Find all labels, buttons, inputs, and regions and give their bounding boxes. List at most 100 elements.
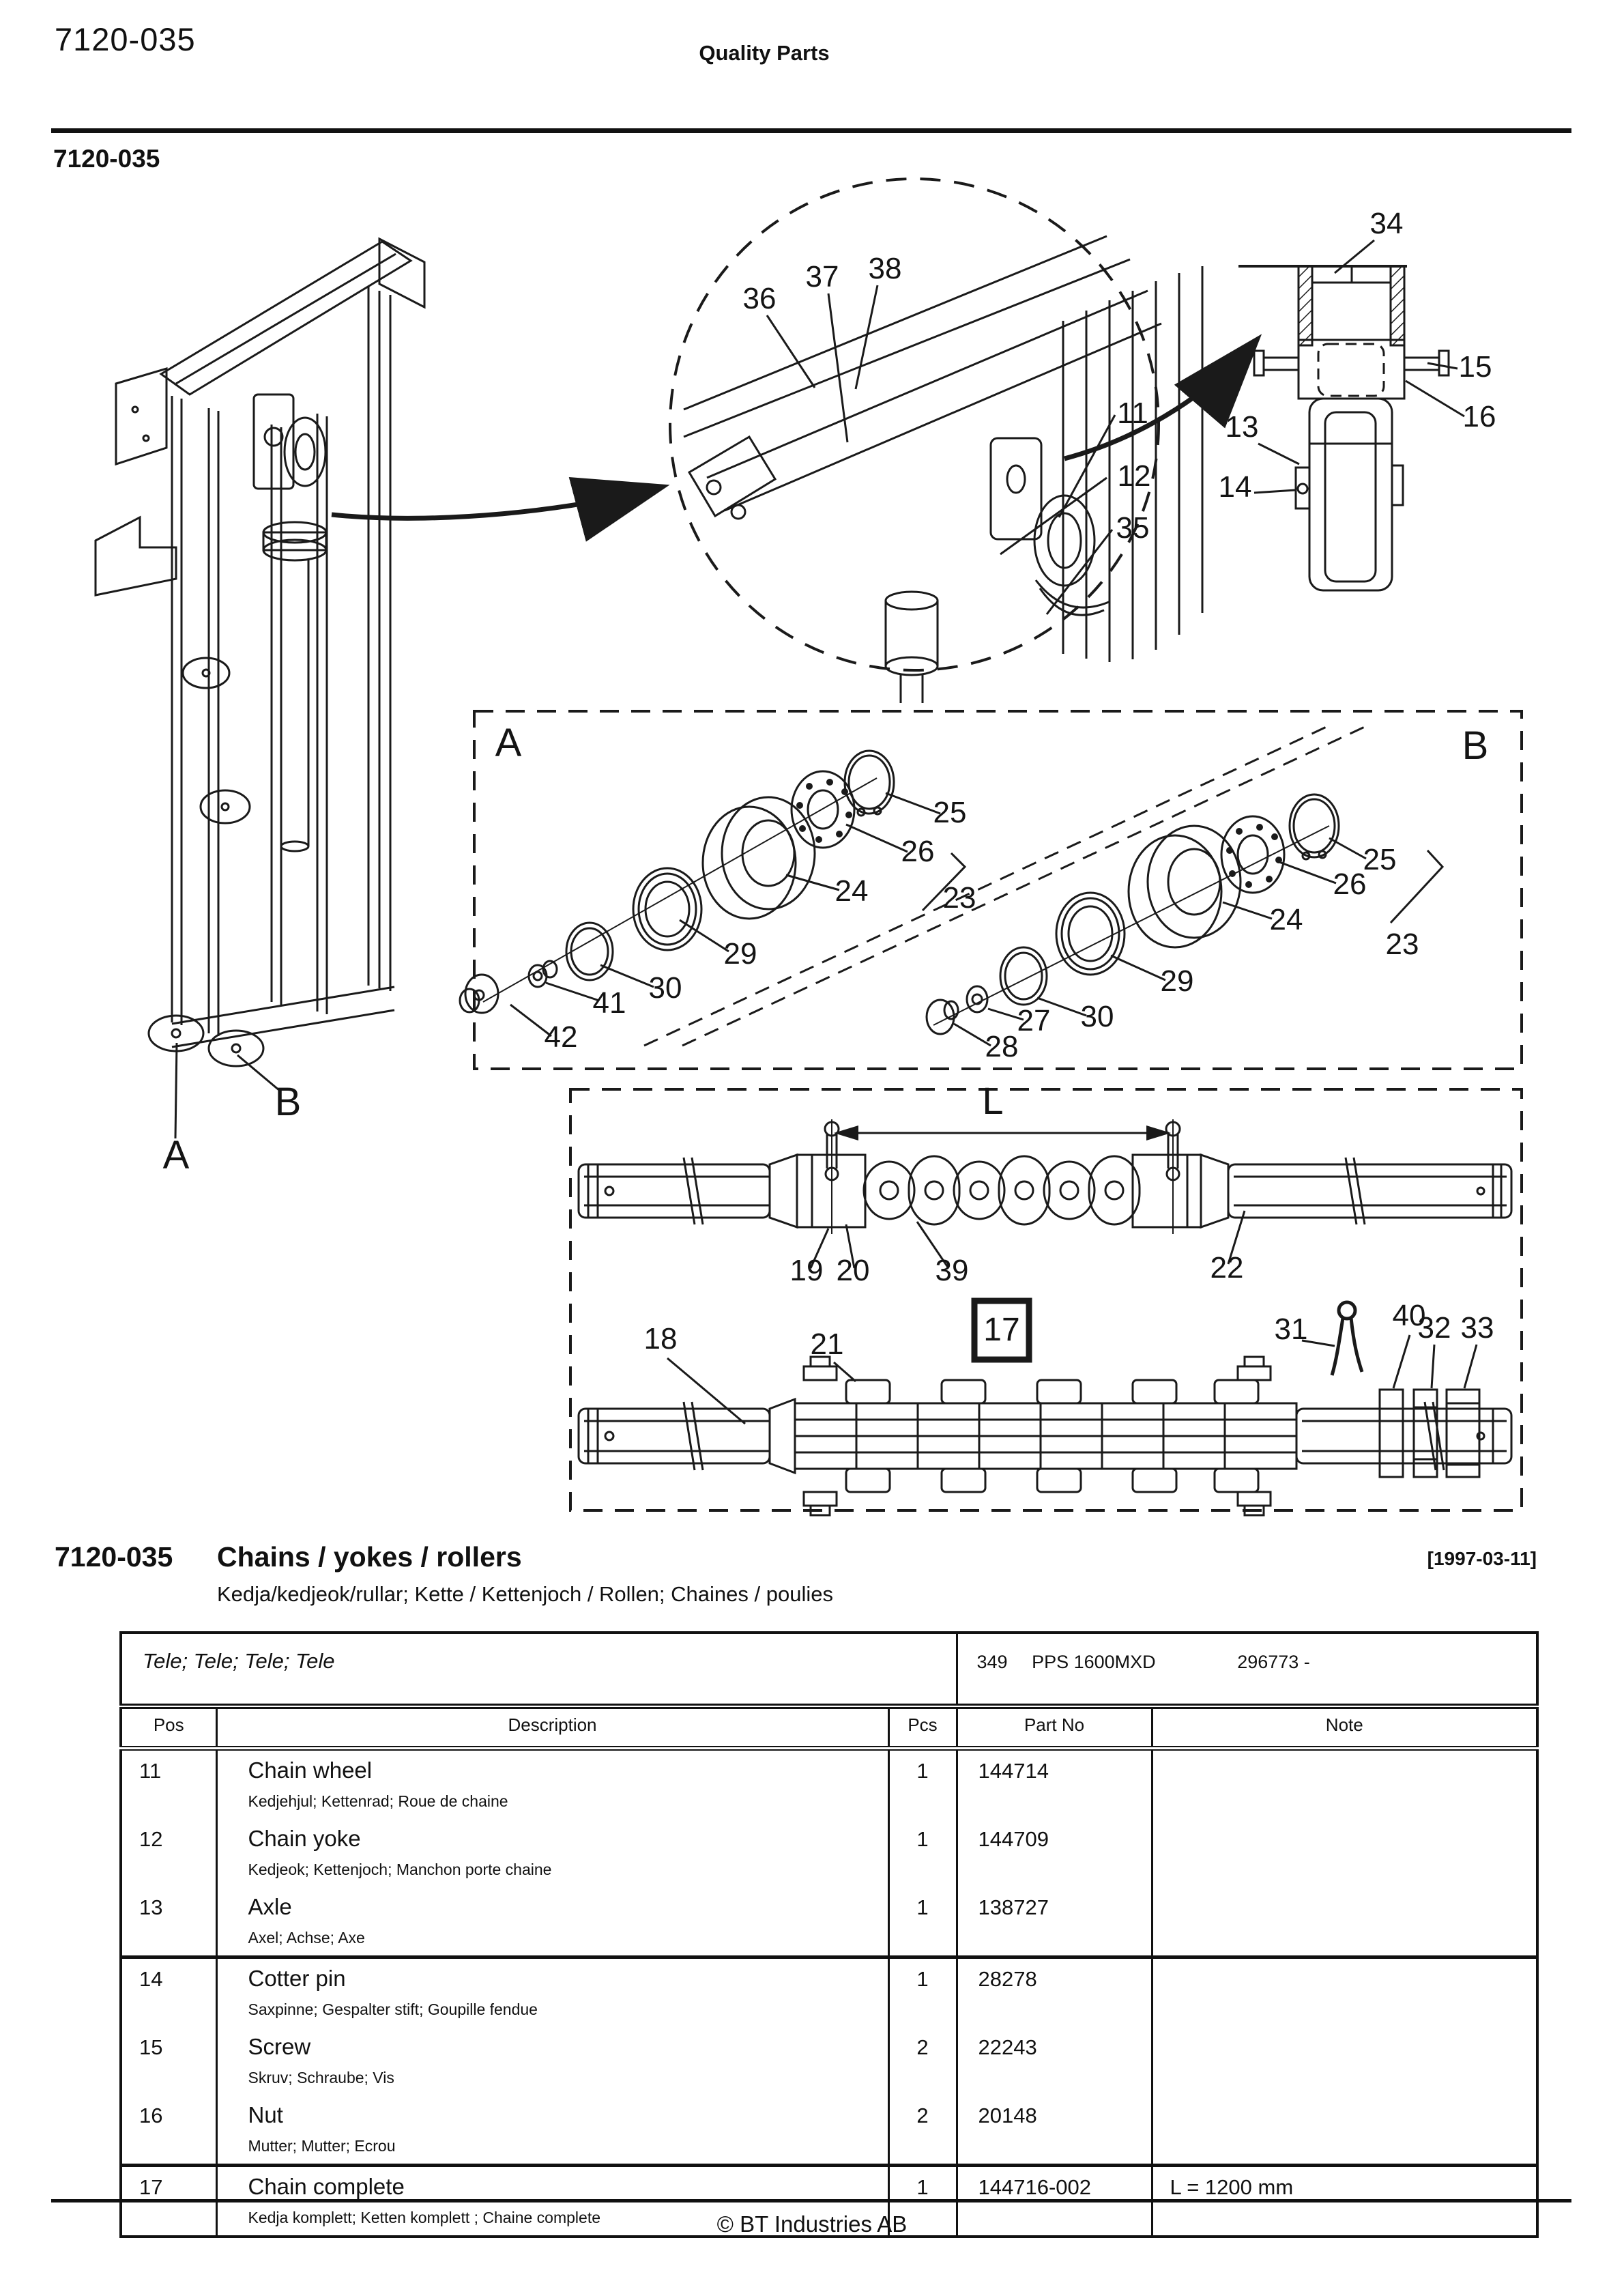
callout-30: 30 [1081, 1000, 1114, 1033]
callout-B: B [275, 1080, 302, 1124]
row-description-alt: Kedja komplett; Ketten komplett ; Chaine… [248, 2209, 601, 2226]
table-row: 13 Axle Axel; Achse; Axe 1 138727 [119, 1887, 1539, 1959]
callout-39: 39 [936, 1254, 969, 1287]
col-part-no: Part No [955, 1706, 1153, 1751]
row-pos: 11 [119, 1748, 218, 1819]
callout-41: 41 [593, 986, 626, 1020]
row-part-no: 144714 [955, 1748, 1153, 1819]
chain-assembly-lower [577, 1355, 1513, 1517]
callout-24: 24 [1270, 903, 1303, 936]
model-codes: 349 PPS 1600MXD 296773 - [955, 1633, 1539, 1709]
row-pos: 14 [119, 1957, 218, 2027]
callout-29: 29 [724, 937, 757, 971]
callout-16: 16 [1463, 400, 1496, 433]
callout-23: 23 [943, 881, 976, 915]
section-subtitle: Kedja/kedjeok/rullar; Kette / Kettenjoch… [217, 1582, 833, 1606]
header-rule [51, 128, 1571, 133]
section-revision-date: [1997-03-11] [1427, 1548, 1537, 1569]
model-label: Tele; Tele; Tele; Tele [119, 1633, 958, 1709]
model-band-row: Tele; Tele; Tele; Tele 349 PPS 1600MXD 2… [119, 1633, 1539, 1709]
callout-L: L [982, 1079, 1003, 1122]
table-row: 12 Chain yoke Kedjeok; Kettenjoch; Manch… [119, 1819, 1539, 1887]
row-part-no: 28278 [955, 1957, 1153, 2027]
row-pcs: 2 [887, 2027, 958, 2095]
callout-11: 11 [1117, 397, 1148, 430]
row-note [1150, 1887, 1539, 1959]
parts-table-body: 11 Chain wheel Kedjehjul; Kettenrad; Rou… [119, 1748, 1539, 2237]
row-pos: 16 [119, 2095, 218, 2167]
row-part-no: 138727 [955, 1887, 1153, 1959]
row-pcs: 1 [887, 1887, 958, 1959]
callout-14: 14 [1219, 470, 1252, 504]
callout-12: 12 [1118, 459, 1151, 493]
callout-26: 26 [1333, 867, 1367, 901]
callout-42: 42 [545, 1020, 578, 1054]
callout-23: 23 [1386, 928, 1419, 961]
roller-exploded-box [459, 710, 1523, 1070]
callout-B: B [1462, 723, 1489, 768]
model-code: PPS 1600MXD [1032, 1652, 1156, 1672]
row-part-no: 144709 [955, 1819, 1153, 1887]
series-code: 349 [976, 1652, 1008, 1672]
row-description-alt: Mutter; Mutter; Ecrou [248, 2137, 396, 2155]
col-pos: Pos [119, 1706, 218, 1751]
row-pos: 13 [119, 1887, 218, 1959]
table-row: 14 Cotter pin Saxpinne; Gespalter stift;… [119, 1957, 1539, 2027]
col-description: Description [215, 1706, 890, 1751]
row-description-alt: Axel; Achse; Axe [248, 1929, 365, 1947]
row-description: Nut Mutter; Mutter; Ecrou [215, 2095, 890, 2167]
callout-21: 21 [811, 1328, 844, 1361]
mast-rollers [147, 657, 265, 1067]
callout-26: 26 [901, 835, 935, 868]
row-pos: 12 [119, 1819, 218, 1887]
callout-31: 31 [1275, 1312, 1308, 1346]
row-description-alt: Saxpinne; Gespalter stift; Goupille fend… [248, 2000, 538, 2018]
callout-36: 36 [743, 282, 777, 315]
callout-40: 40 [1393, 1299, 1426, 1332]
callout-35: 35 [1116, 511, 1150, 545]
callout-13: 13 [1226, 410, 1259, 444]
table-row: 11 Chain wheel Kedjehjul; Kettenrad; Rou… [119, 1748, 1539, 1819]
callout-33: 33 [1461, 1311, 1494, 1345]
callout-27: 27 [1017, 1004, 1051, 1037]
callout-15: 15 [1459, 350, 1492, 384]
callout-A: A [495, 721, 522, 765]
row-pos: 15 [119, 2027, 218, 2095]
row-description: Chain wheel Kedjehjul; Kettenrad; Roue d… [215, 1748, 890, 1819]
callout-30: 30 [649, 971, 682, 1005]
doc-number: 7120-035 [55, 21, 196, 57]
pos-17-frame [971, 1297, 1032, 1363]
header-center-title: Quality Parts [699, 41, 830, 65]
callout-17: 17 [983, 1312, 1019, 1348]
row-description-main: Cotter pin [248, 1966, 346, 1991]
footer-rule [51, 2199, 1571, 2202]
callout-20: 20 [837, 1254, 870, 1287]
row-description-main: Screw [248, 2034, 311, 2059]
row-description-alt: Skruv; Schraube; Vis [248, 2069, 394, 2086]
col-note: Note [1150, 1706, 1539, 1751]
row-description: Chain yoke Kedjeok; Kettenjoch; Manchon … [215, 1819, 890, 1887]
parts-table: Tele; Tele; Tele; Tele 349 PPS 1600MXD 2… [119, 1631, 1539, 2238]
callout-28: 28 [985, 1030, 1019, 1063]
row-pcs: 1 [887, 1748, 958, 1819]
row-description-main: Chain wheel [248, 1757, 373, 1783]
detail-circle [669, 177, 1204, 703]
callout-18: 18 [644, 1322, 678, 1355]
row-note [1150, 2095, 1539, 2167]
parts-diagram: 3637381112353415161314AB2526242329304142… [94, 177, 1523, 1517]
exploded-group-a [459, 749, 967, 1037]
row-part-no: 22243 [955, 2027, 1153, 2095]
callout-25: 25 [1363, 843, 1397, 876]
parts-table-head-bands: Tele; Tele; Tele; Tele 349 PPS 1600MXD 2… [119, 1633, 1539, 1751]
row-pcs: 2 [887, 2095, 958, 2167]
yoke-detail [1238, 239, 1465, 592]
arrow-mast-to-detail [331, 476, 670, 542]
arrow-detail-to-yoke [1064, 334, 1262, 461]
table-row: 16 Nut Mutter; Mutter; Ecrou 2 20148 [119, 2095, 1539, 2167]
callout-37: 37 [806, 260, 839, 293]
subheader-doc-number: 7120-035 [53, 145, 160, 173]
serial-range: 296773 - [1237, 1652, 1310, 1672]
mast-illustration [94, 237, 426, 1139]
col-pcs: Pcs [887, 1706, 958, 1751]
